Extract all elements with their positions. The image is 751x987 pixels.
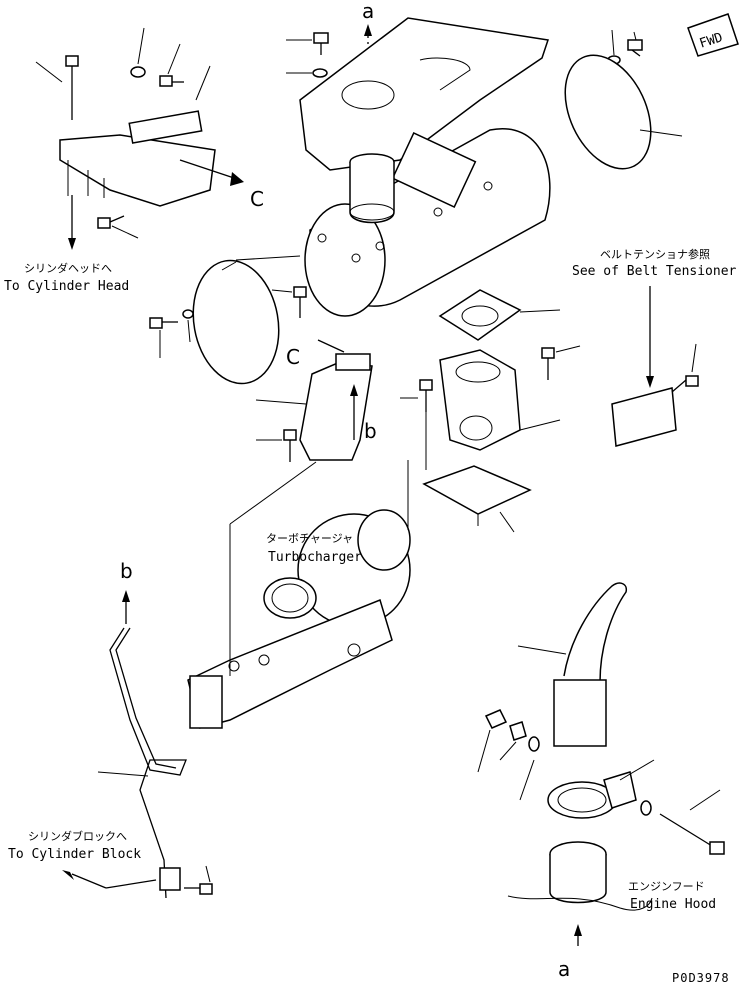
long-bolt-clamp xyxy=(640,789,725,855)
long-bolt-upper-left xyxy=(35,55,79,120)
tailpipe-stub xyxy=(349,153,395,224)
turbo-en-label: Turbocharger xyxy=(268,550,362,565)
bolt-top xyxy=(286,32,329,78)
bolt-bracket-bottom xyxy=(97,215,139,239)
fwd-indicator: FWD xyxy=(687,13,739,57)
ref-c-mid: C xyxy=(286,339,345,369)
ref-c-mid-label: C xyxy=(286,345,300,369)
nut-washer-set xyxy=(477,709,540,801)
bracket-upper-left xyxy=(59,110,216,207)
tail-pipe xyxy=(517,582,628,747)
ref-c-right: C xyxy=(250,187,264,211)
heat-shield-cover xyxy=(299,17,549,171)
belt-tensioner-bracket: ベルトテンショナ参照 See of Belt Tensioner xyxy=(572,247,737,447)
turbocharger: ターボチャージャ Turbocharger xyxy=(263,509,411,627)
gasket xyxy=(438,289,561,341)
bolt-oil-pipe xyxy=(184,865,213,895)
ref-arrow-b-mid: b xyxy=(350,384,377,443)
arrow-to-cylinder-head: シリンダヘッドへ To Cylinder Head xyxy=(4,195,129,294)
clamp xyxy=(547,759,655,819)
fwd-label: FWD xyxy=(698,30,725,52)
ref-b-mid: b xyxy=(364,419,377,443)
oil-pipe xyxy=(97,627,187,899)
ref-a-top: a xyxy=(362,0,374,23)
ref-arrow-a-bottom: a xyxy=(558,924,582,981)
assembly-lines xyxy=(229,412,427,676)
hood-jp-label: エンジンフード xyxy=(628,880,705,893)
end-plate-right xyxy=(564,54,683,170)
cyl-head-en-label: To Cylinder Head xyxy=(4,279,129,294)
belt-jp-label: ベルトテンショナ参照 xyxy=(600,247,710,261)
hood-adapter: エンジンフード Engine Hood xyxy=(507,841,716,912)
exhaust-manifold xyxy=(187,598,393,729)
ref-arrow-b-left: b xyxy=(120,559,133,624)
end-plate-left xyxy=(192,255,301,385)
ref-arrow-c-right: C xyxy=(179,159,264,211)
cyl-head-jp-label: シリンダヘッドへ xyxy=(24,261,112,275)
cyl-block-jp-label: シリンダブロックへ xyxy=(28,829,127,843)
bolt-right-top xyxy=(607,29,643,65)
bolt-bracket-top xyxy=(130,27,211,101)
cyl-block-en-label: To Cylinder Block xyxy=(8,847,141,862)
muffler xyxy=(304,127,551,317)
hood-en-label: Engine Hood xyxy=(630,897,716,912)
bolt-left-plate xyxy=(149,309,194,358)
arrow-to-cylinder-block: シリンダブロックへ To Cylinder Block xyxy=(8,829,157,889)
bolt-support xyxy=(256,429,297,462)
belt-en-label: See of Belt Tensioner xyxy=(572,264,737,279)
bolt-elbow-left xyxy=(400,379,433,412)
bolt-tensioner xyxy=(671,343,699,393)
bolt-mid-left xyxy=(271,286,307,318)
drawing-code: P0D3978 xyxy=(672,971,730,985)
mounting-plate xyxy=(422,465,532,533)
elbow-pipe xyxy=(439,349,561,451)
ref-a-bottom: a xyxy=(558,957,570,981)
turbo-jp-label: ターボチャージャ xyxy=(266,532,353,545)
ref-b-left: b xyxy=(120,559,133,583)
bolt-elbow-right xyxy=(541,345,581,380)
